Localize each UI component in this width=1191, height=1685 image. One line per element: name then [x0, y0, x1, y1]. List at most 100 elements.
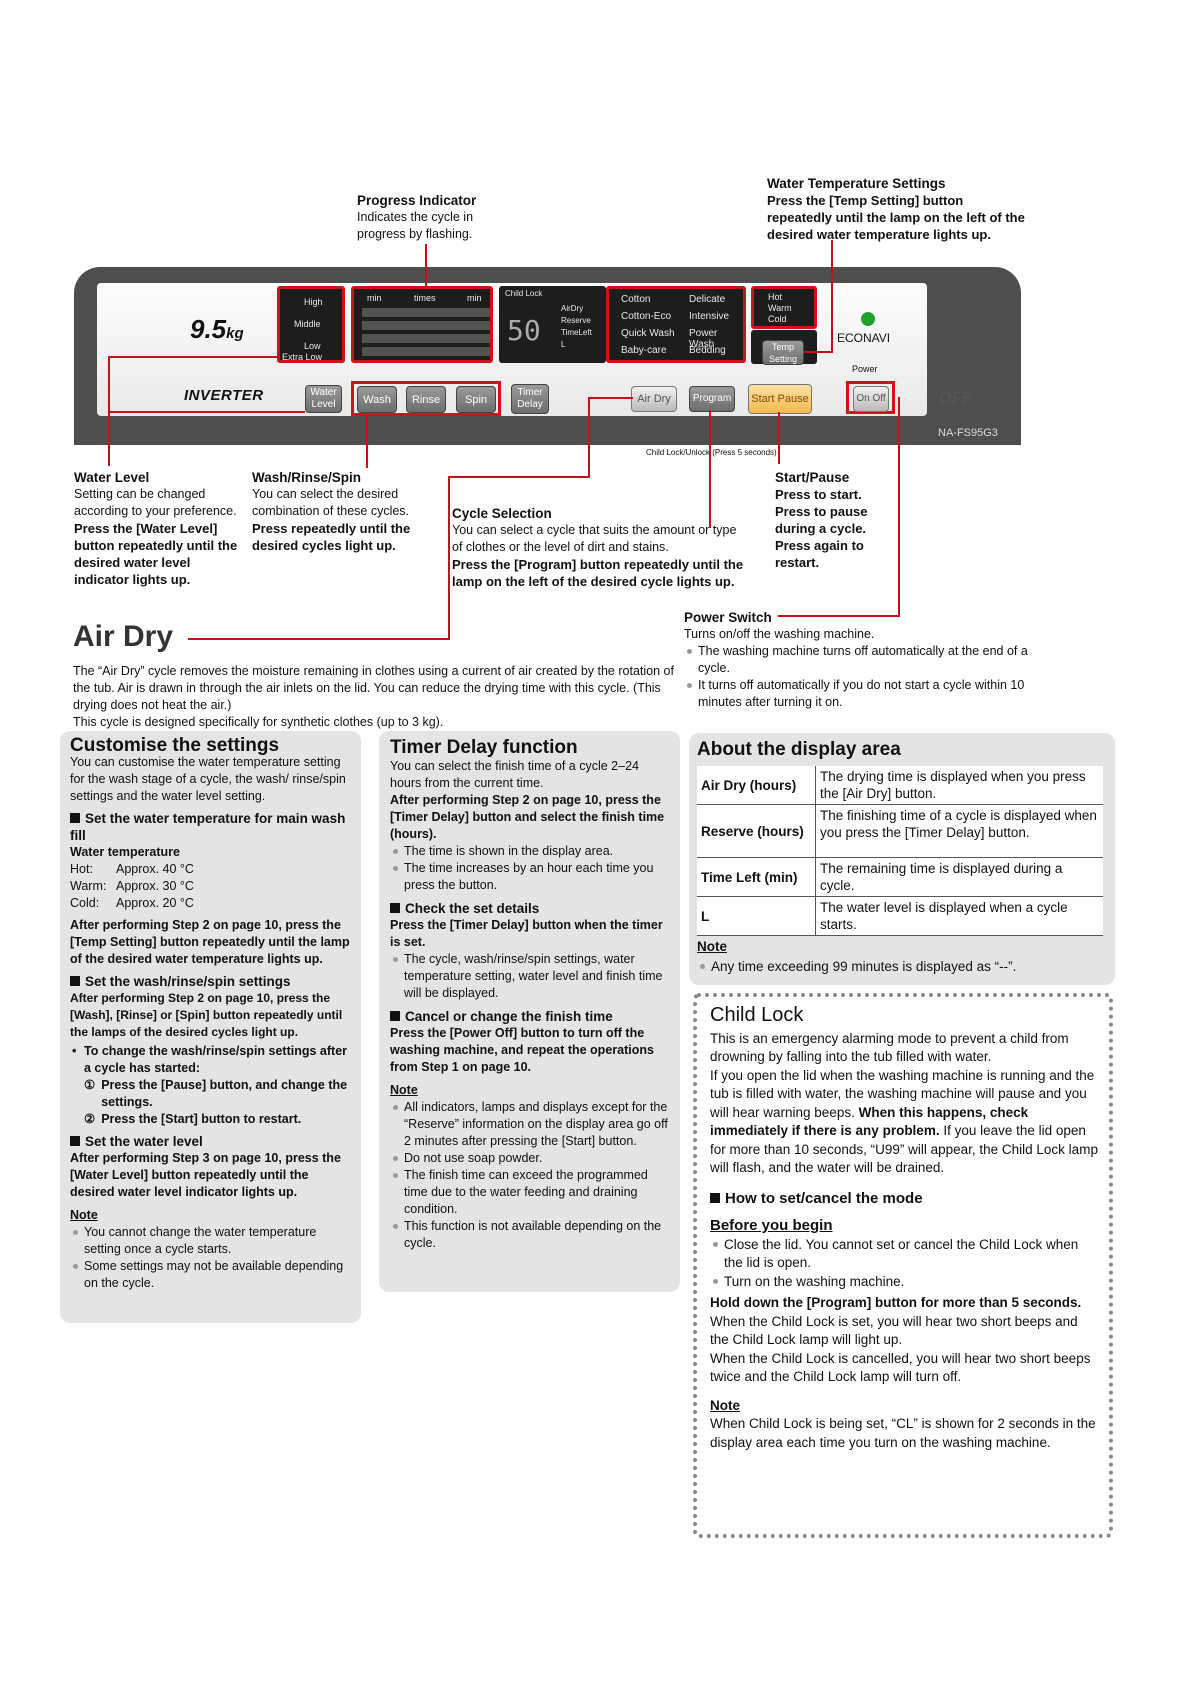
- cycle-cotton: Cotton: [621, 294, 651, 305]
- wt-row-hot: Hot:Approx. 40 °C: [70, 861, 354, 878]
- cycle-intensive: Intensive: [689, 311, 730, 322]
- timer-note-head: Note: [390, 1083, 418, 1097]
- start-pause-callout: Start/Pause Press to start. Press to pau…: [775, 469, 880, 571]
- customise-s1-title: Set the water temperature for main wash …: [70, 810, 354, 844]
- cycle-bold: Press the [Program] button repeatedly un…: [452, 557, 744, 589]
- level-high: High: [304, 297, 323, 307]
- child-lock-set-text: When the Child Lock is set, you will hea…: [710, 1313, 1078, 1348]
- wt-warm-label: Warm:: [70, 879, 107, 893]
- child-lock-note-head: Note: [710, 1397, 740, 1413]
- square-bullet-icon: [70, 976, 80, 986]
- line-program: [709, 410, 711, 528]
- table-row: Time Left (min)The remaining time is dis…: [697, 857, 1103, 897]
- rinse-button[interactable]: Rinse: [406, 386, 446, 413]
- row-value: The remaining time is displayed during a…: [815, 857, 1103, 897]
- start-pause-button[interactable]: Start Pause: [748, 384, 812, 414]
- line-airdry-v2: [448, 476, 450, 640]
- water-level-indicator: High Middle Low Extra Low: [277, 286, 345, 363]
- timer-note-3: The finish time can exceed the programme…: [390, 1167, 673, 1218]
- customise-note-head: Note: [70, 1208, 98, 1222]
- power-on-off-button[interactable]: On Off: [853, 386, 889, 412]
- capacity-value: 9.5: [190, 314, 227, 344]
- display-label-reserve: Reserve: [561, 316, 591, 325]
- customise-content: Customise the settings You can customise…: [70, 735, 354, 1292]
- before-item-1: Close the lid. You cannot set or cancel …: [710, 1236, 1100, 1273]
- power-title: Power Switch: [684, 610, 772, 625]
- step-1-icon: ①: [84, 1078, 96, 1092]
- power-bullet-1: The washing machine turns off automatica…: [684, 643, 1029, 677]
- timer-bullet-1: The time is shown in the display area.: [390, 843, 673, 860]
- timer-s2-title: Cancel or change the finish time: [390, 1008, 673, 1025]
- cycle-indicator: Cotton Delicate Cotton-Eco Intensive Qui…: [606, 286, 746, 363]
- temp-setting-button[interactable]: Temp Setting: [762, 340, 804, 365]
- program-button[interactable]: Program: [689, 386, 735, 412]
- inverter-logo: INVERTER: [184, 387, 264, 404]
- row-value: The water level is displayed when a cycl…: [815, 896, 1103, 936]
- line-temp-h: [803, 351, 833, 353]
- progress-callout: Progress Indicator Indicates the cycle i…: [357, 192, 507, 243]
- wrs-text: You can select the desired combination o…: [252, 487, 410, 518]
- wrs-title: Wash/Rinse/Spin: [252, 470, 362, 485]
- square-bullet-icon: [70, 813, 80, 823]
- step-1-text: Press the [Pause] button, and change the…: [101, 1078, 348, 1109]
- display-note: Any time exceeding 99 minutes is display…: [697, 958, 1111, 975]
- customise-s1-bold: After performing Step 2 on page 10, pres…: [70, 918, 350, 966]
- water-level-text: Setting can be changed according to your…: [74, 487, 237, 518]
- timer-box: Timer Delay function You can select the …: [379, 731, 680, 1292]
- level-low: Low: [304, 341, 321, 351]
- customise-s2-bold: After performing Step 2 on page 10, pres…: [70, 991, 343, 1039]
- customise-note-2: Some settings may not be available depen…: [70, 1258, 354, 1292]
- child-lock-how-title-text: How to set/cancel the mode: [725, 1189, 923, 1207]
- child-lock-how-title: How to set/cancel the mode: [710, 1190, 1100, 1209]
- customise-s2-sub: To change the wash/rinse/spin settings a…: [70, 1043, 354, 1077]
- child-lock-p2b: When this happens, check immediately if …: [710, 1104, 1029, 1139]
- customise-s3-title: Set the water level: [70, 1133, 354, 1150]
- water-level-button[interactable]: Water Level: [305, 385, 342, 413]
- row-key: Air Dry (hours): [697, 766, 816, 805]
- customise-s2-step-1: ① Press the [Pause] button, and change th…: [70, 1077, 354, 1111]
- child-lock-content: Child Lock This is an emergency alarming…: [710, 1005, 1100, 1452]
- wash-button[interactable]: Wash: [357, 386, 397, 413]
- cycle-cotton-eco: Cotton-Eco: [621, 311, 672, 322]
- start-pause-title: Start/Pause: [775, 470, 850, 485]
- customise-s1-title-text: Set the water temperature for main wash …: [70, 811, 346, 843]
- timer-delay-button[interactable]: Timer Delay: [511, 384, 549, 414]
- progress-cells: [362, 308, 490, 360]
- wt-cold-value: Approx. 20 °C: [116, 896, 194, 910]
- auto-off-label: OFF: [939, 390, 971, 407]
- display-label-l: L: [561, 340, 566, 349]
- row-value: The finishing time of a cycle is display…: [815, 804, 1103, 858]
- square-bullet-icon: [70, 1136, 80, 1146]
- econavi-icon: [861, 312, 875, 326]
- child-lock-cancel-text: When the Child Lock is cancelled, you wi…: [710, 1350, 1091, 1385]
- line-airdry-h2: [448, 476, 590, 478]
- square-bullet-icon: [390, 903, 400, 913]
- display-digits: 50: [507, 314, 541, 347]
- timer-note-2: Do not use soap powder.: [390, 1150, 673, 1167]
- customise-s3-title-text: Set the water level: [85, 1134, 203, 1149]
- row-value: The drying time is displayed when you pr…: [815, 766, 1103, 805]
- child-lock-label: Child Lock: [505, 289, 543, 298]
- capacity-unit: kg: [226, 325, 244, 342]
- air-dry-button[interactable]: Air Dry: [631, 386, 677, 412]
- timer-s2-bold: Press the [Power Off] button to turn off…: [390, 1026, 654, 1074]
- line-level-v: [108, 356, 110, 466]
- square-bullet-icon: [710, 1192, 720, 1203]
- row-key: Time Left (min): [697, 857, 816, 897]
- customise-title: Customise the settings: [70, 735, 280, 756]
- child-lock-hold: Hold down the [Program] button for more …: [710, 1295, 1082, 1310]
- wt-warm-value: Approx. 30 °C: [116, 879, 194, 893]
- line-airdry-h3: [188, 638, 450, 640]
- customise-s2-title-text: Set the wash/rinse/spin settings: [85, 974, 291, 989]
- line-level-h2: [108, 411, 305, 413]
- spin-button[interactable]: Spin: [456, 386, 496, 413]
- cycle-power-wash: Power Wash: [689, 328, 718, 350]
- water-level-title: Water Level: [74, 470, 150, 485]
- customise-s2-title: Set the wash/rinse/spin settings: [70, 973, 354, 990]
- temp-warm: Warm: [768, 303, 792, 313]
- line-wrs: [366, 416, 368, 468]
- step-2-icon: ②: [84, 1112, 96, 1126]
- child-lock-hint: Child Lock/Unlock (Press 5 seconds): [646, 448, 777, 457]
